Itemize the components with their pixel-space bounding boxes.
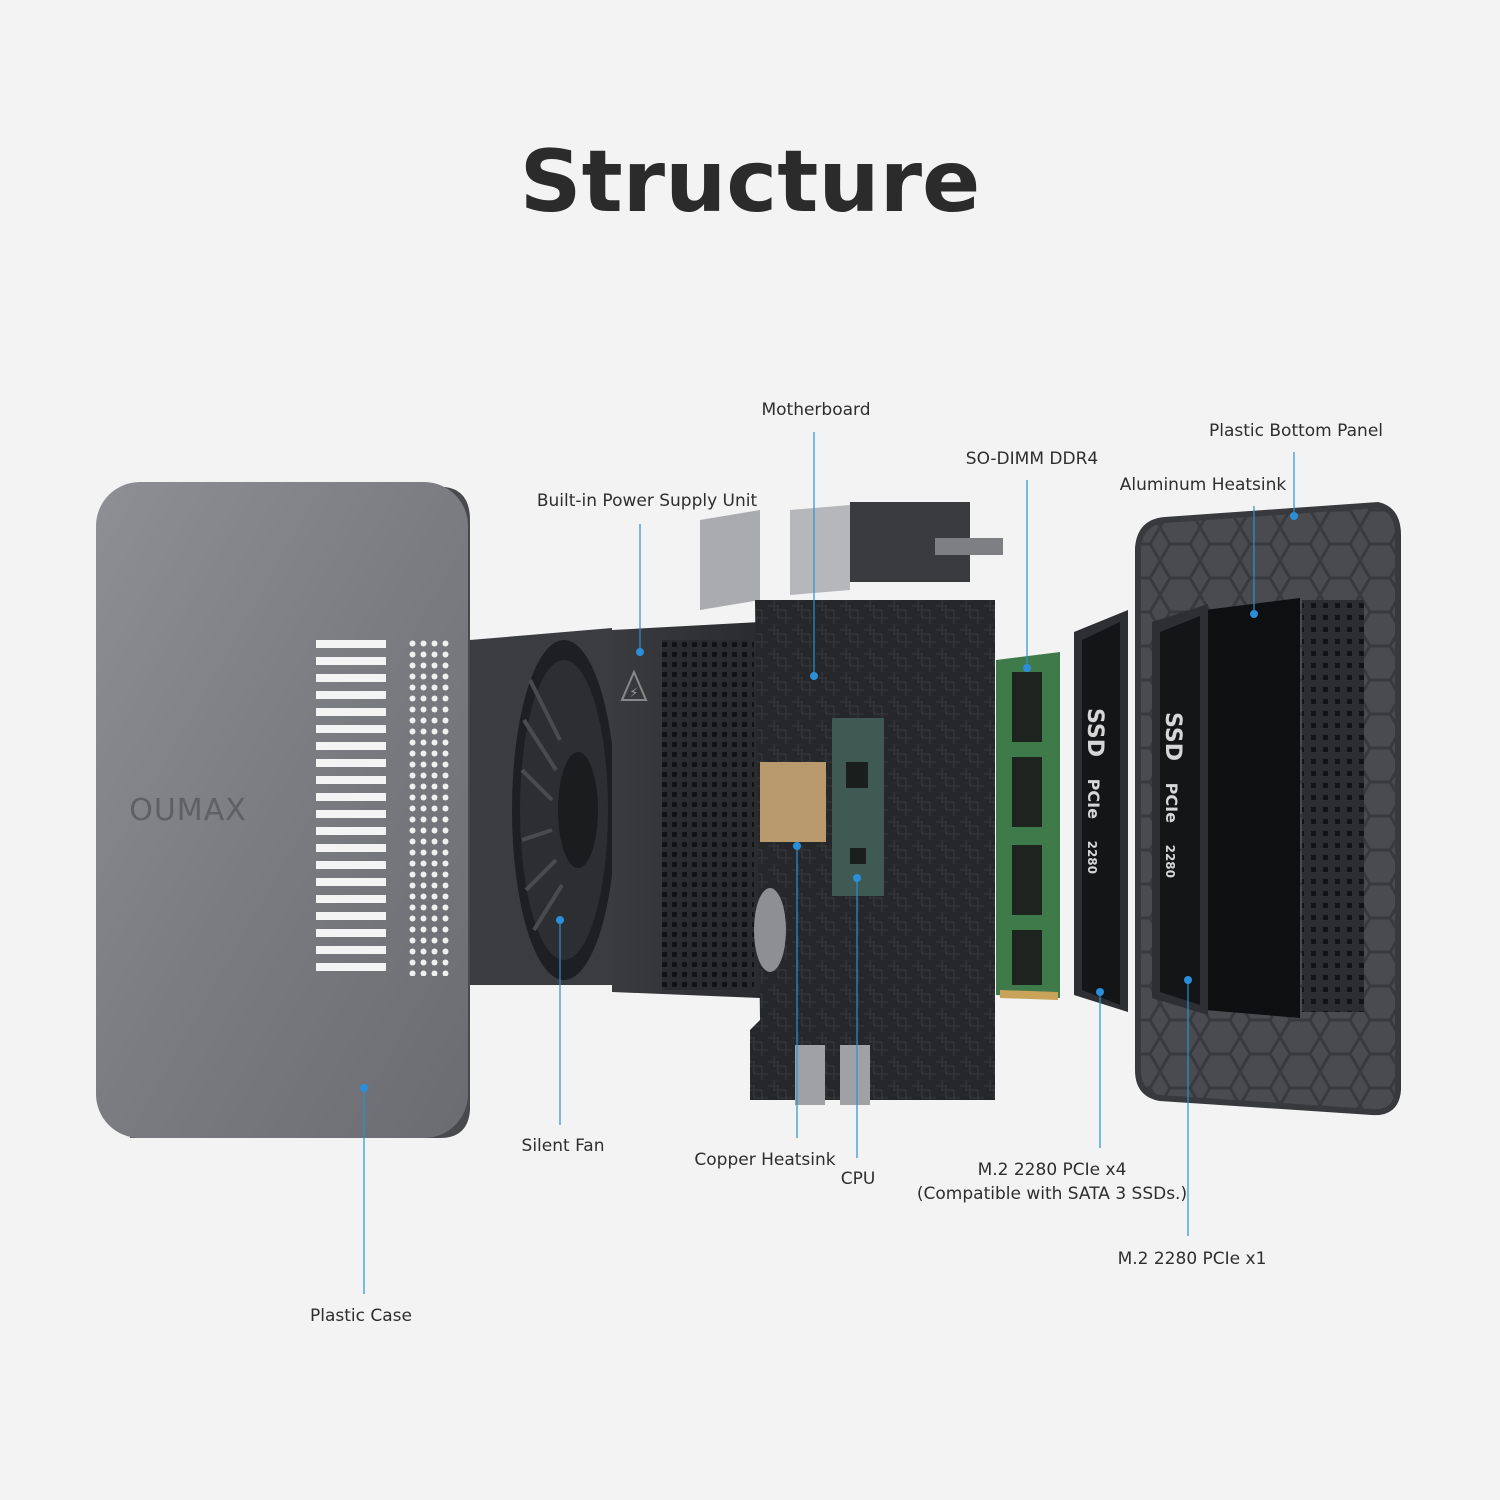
label-m2-x4-note: (Compatible with SATA 3 SSDs.) <box>916 1184 1188 1204</box>
label-m2-x4: M.2 2280 PCIe x4 <box>977 1160 1127 1180</box>
ssd-pcie-x4: SSD PCIe 2280 <box>1074 610 1128 1012</box>
svg-text:⚡: ⚡ <box>629 686 638 701</box>
page-title: Structure <box>519 132 981 232</box>
ssd-x1-label: SSD PCIe 2280 <box>1160 712 1185 878</box>
oumax-logo: OUMAX <box>129 793 247 828</box>
dot-silent-fan <box>556 916 564 924</box>
motherboard <box>700 502 1003 1105</box>
aluminum-heatsink <box>1205 598 1300 1018</box>
label-m2-x1: M.2 2280 PCIe x1 <box>1117 1249 1267 1269</box>
ssd-x4-label: SSD PCIe 2280 <box>1082 708 1107 874</box>
ssd-pcie-x1: SSD PCIe 2280 <box>1152 604 1208 1015</box>
dot-power-supply <box>636 648 644 656</box>
plastic-case: OUMAX <box>96 482 470 1138</box>
label-motherboard: Motherboard <box>761 400 871 420</box>
leader-dots <box>360 512 1298 1092</box>
vent-slots <box>316 640 386 971</box>
label-power-supply: Built-in Power Supply Unit <box>536 491 758 511</box>
leader-lines <box>363 432 1295 1294</box>
label-copper-heatsink: Copper Heatsink <box>694 1150 836 1170</box>
so-dimm-module <box>996 652 1060 1000</box>
silent-fan <box>512 640 616 980</box>
label-silent-fan: Silent Fan <box>521 1136 605 1156</box>
dot-m2-x4 <box>1096 988 1104 996</box>
fan-psu-assembly: ⚡ <box>470 622 760 998</box>
dot-aluminum-heatsink <box>1250 610 1258 618</box>
vent-dots <box>408 640 452 976</box>
dot-copper-heatsink <box>793 842 801 850</box>
power-supply-unit: ⚡ <box>612 622 760 998</box>
label-plastic-case: Plastic Case <box>310 1306 412 1326</box>
label-aluminum-heatsink: Aluminum Heatsink <box>1119 475 1287 495</box>
dot-cpu <box>853 874 861 882</box>
dot-plastic-case <box>360 1084 368 1092</box>
dot-m2-x1 <box>1184 976 1192 984</box>
dot-motherboard <box>810 672 818 680</box>
dot-so-dimm <box>1023 664 1031 672</box>
dot-plastic-bottom-panel <box>1290 512 1298 520</box>
label-plastic-bottom-panel: Plastic Bottom Panel <box>1208 421 1384 441</box>
label-cpu: CPU <box>840 1169 876 1189</box>
label-so-dimm: SO-DIMM DDR4 <box>965 449 1099 469</box>
